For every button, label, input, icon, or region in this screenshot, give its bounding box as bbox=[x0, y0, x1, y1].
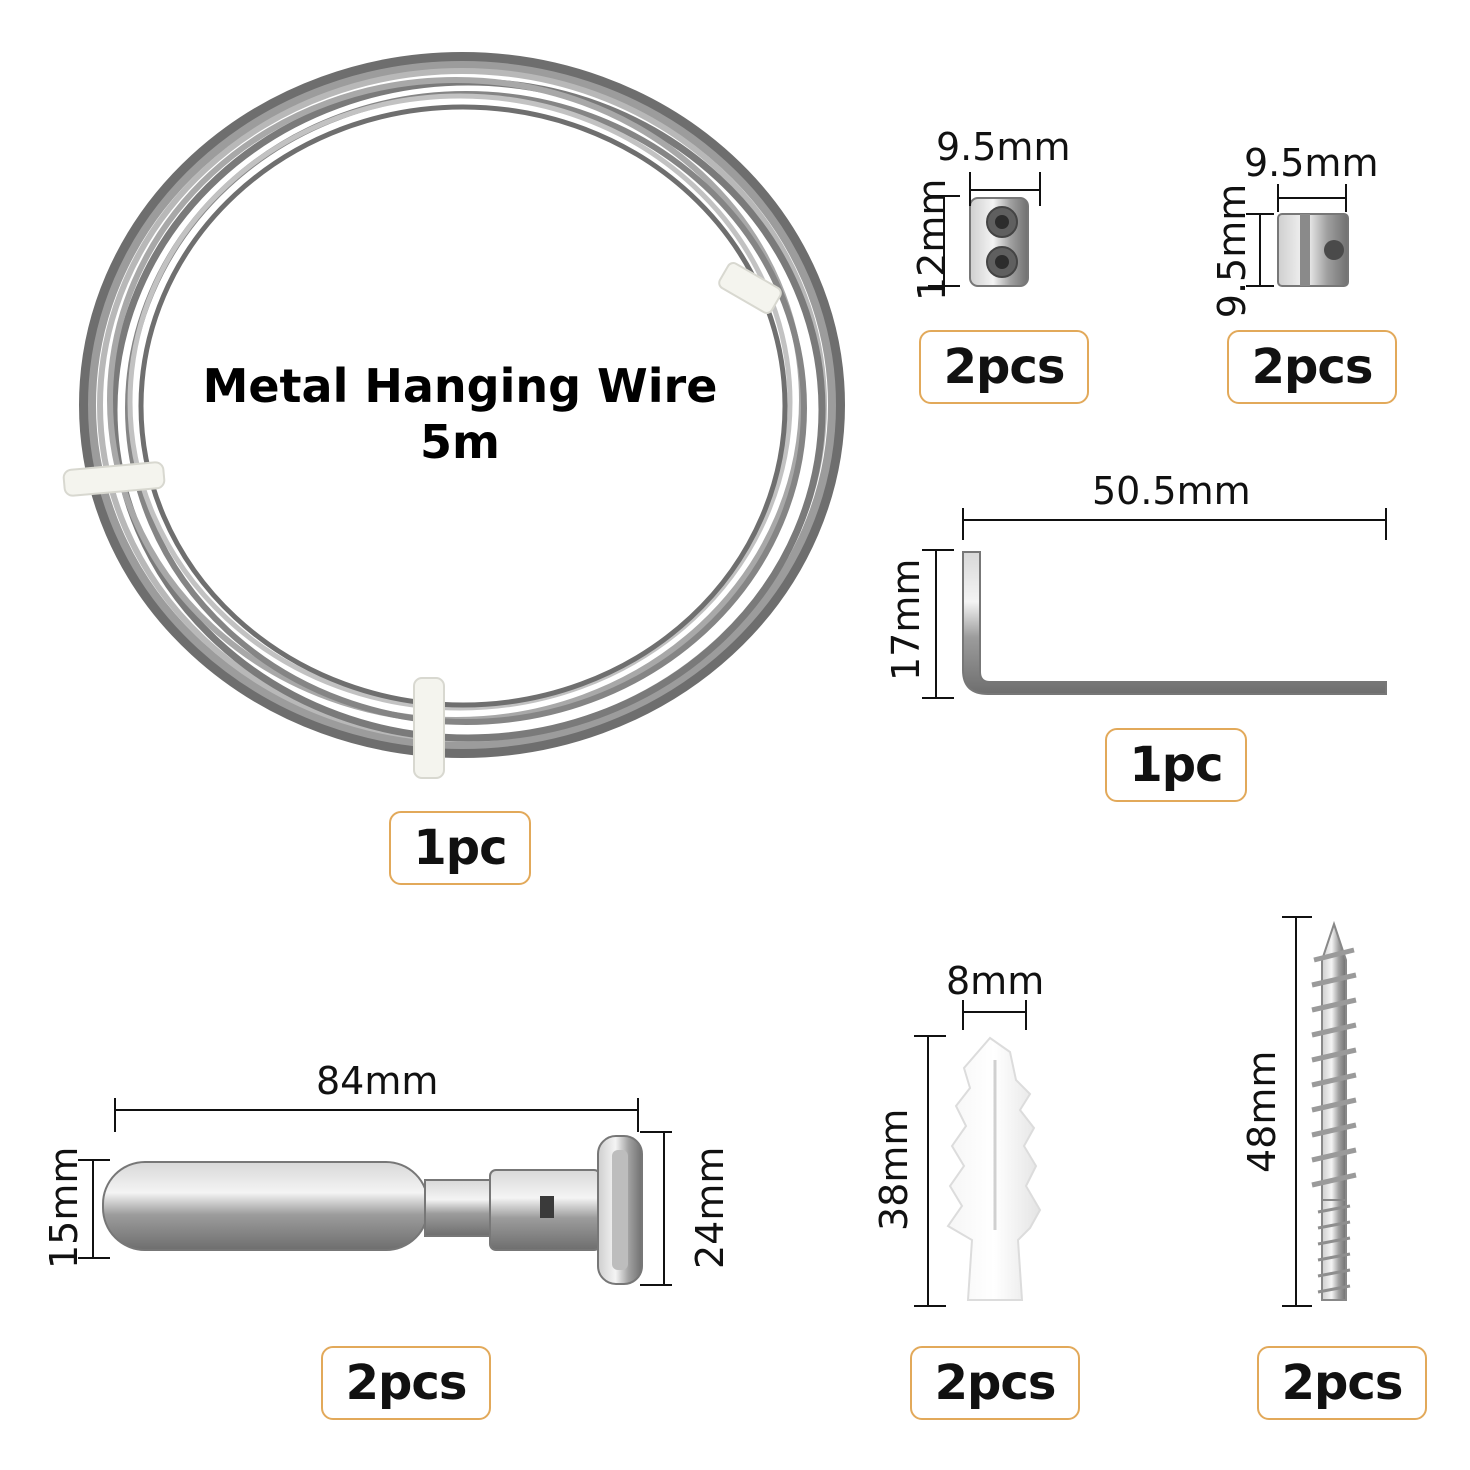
gripper-length-label: 84mm bbox=[316, 1059, 439, 1103]
wire-coil bbox=[79, 52, 845, 758]
hex-key-qty-badge: 1pc bbox=[1105, 728, 1247, 802]
round-clamp-width-label: 9.5mm bbox=[936, 125, 1071, 169]
hex-key-height-label: 17mm bbox=[884, 558, 928, 681]
square-clamp-width-label: 9.5mm bbox=[1244, 141, 1379, 185]
round-clamp-height-label: 12mm bbox=[910, 178, 954, 301]
wire-qty-badge: 1pc bbox=[389, 811, 531, 885]
square-clamp-icon bbox=[1277, 213, 1349, 287]
square-clamp-height-label: 9.5mm bbox=[1210, 183, 1254, 319]
round-clamp-qty-badge: 2pcs bbox=[919, 330, 1089, 404]
hex-key-length-label: 50.5mm bbox=[1092, 469, 1251, 513]
zip-tie-icon bbox=[62, 262, 782, 779]
wall-anchor-icon bbox=[946, 1036, 1042, 1301]
wire-title-block: Metal Hanging Wire 5m bbox=[160, 358, 760, 470]
wire-gripper-icon bbox=[102, 1135, 643, 1285]
gripper-head-label: 24mm bbox=[688, 1146, 732, 1269]
square-clamp-qty-badge: 2pcs bbox=[1227, 330, 1397, 404]
screw-qty-badge: 2pcs bbox=[1257, 1346, 1427, 1420]
hex-key-icon bbox=[962, 551, 1387, 695]
screw-length-label: 48mm bbox=[1240, 1050, 1284, 1173]
hanger-screw-icon bbox=[1311, 920, 1357, 1301]
round-clamp-icon bbox=[969, 197, 1029, 287]
anchor-width-label: 8mm bbox=[946, 959, 1045, 1003]
wire-length: 5m bbox=[420, 415, 500, 469]
gripper-qty-badge: 2pcs bbox=[321, 1346, 491, 1420]
gripper-body-label: 15mm bbox=[42, 1146, 86, 1269]
product-title: Metal Hanging Wire bbox=[202, 359, 718, 413]
dimension-lines bbox=[78, 172, 1387, 1307]
anchor-length-label: 38mm bbox=[872, 1108, 916, 1231]
anchor-qty-badge: 2pcs bbox=[910, 1346, 1080, 1420]
